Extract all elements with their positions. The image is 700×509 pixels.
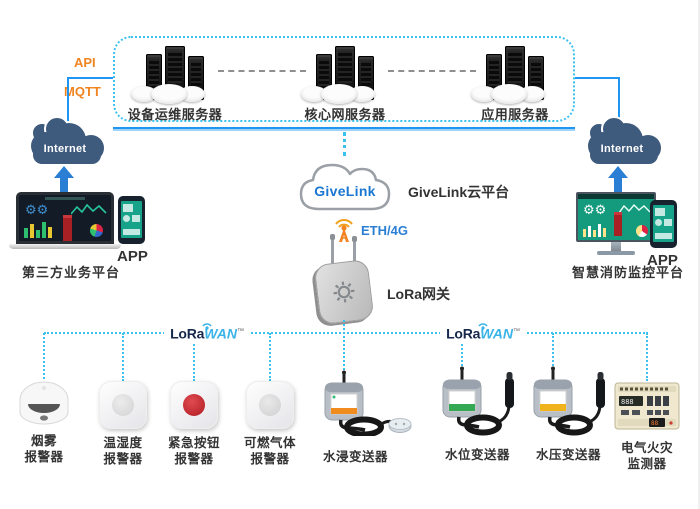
drop-line xyxy=(552,333,554,373)
server-label: 设备运维服务器 xyxy=(127,107,223,122)
gear-icon: ⚙⚙ xyxy=(583,202,607,217)
left-link-line xyxy=(67,77,113,79)
api-label: API xyxy=(74,55,96,70)
cloud-bus-line xyxy=(113,127,575,131)
right-link-line xyxy=(575,77,618,79)
banner-icon xyxy=(63,215,72,241)
phone-icon xyxy=(650,200,677,248)
bar-chart-icon xyxy=(24,222,52,238)
bus-to-cloud-line xyxy=(343,132,346,156)
device-electrical-fire-monitor: 888 88 电气火灾监测器 xyxy=(612,381,682,472)
lorawan-logo-right: LoRaWAN™ xyxy=(440,323,526,343)
cluster-core-server: 核心网服务器 xyxy=(285,46,405,123)
svg-text:888: 888 xyxy=(621,398,634,406)
internet-cloud-right: Internet xyxy=(574,116,670,170)
smoke-detector-icon xyxy=(19,381,69,425)
lorawan-logo-left: LoRaWAN™ xyxy=(164,323,250,343)
sparkline-icon xyxy=(619,203,651,214)
left-link-line xyxy=(67,77,69,121)
transmitter-icon xyxy=(324,370,412,438)
wireless-icon xyxy=(201,316,213,334)
sensor-body-icon xyxy=(170,381,218,429)
lora-gateway-icon xyxy=(313,234,377,326)
internet-cloud-left: Internet xyxy=(17,116,113,170)
app-label-right: APP xyxy=(647,252,678,269)
cloud-icon xyxy=(588,116,661,164)
server-label: 应用服务器 xyxy=(481,107,549,122)
givelink-cloud-icon xyxy=(293,153,397,217)
app-label-left: APP xyxy=(117,248,148,265)
device-smoke-alarm: 烟雾报警器 xyxy=(12,378,76,465)
right-platform-label: 智慧消防监控平台 xyxy=(572,265,685,280)
givelink-name: GiveLink xyxy=(314,183,376,199)
server-rack-icon xyxy=(285,46,405,104)
device-temp-humidity-alarm: 温湿度报警器 xyxy=(95,381,151,467)
lora-gateway-label: LoRa网关 xyxy=(387,286,450,302)
emergency-button-icon xyxy=(183,394,205,416)
drop-line xyxy=(646,333,648,381)
server-link-line xyxy=(388,70,476,72)
device-water-level-transmitter: 水位变送器 xyxy=(425,366,530,463)
drop-line xyxy=(193,333,195,381)
monitor-icon: ⚙⚙ xyxy=(576,192,656,255)
mqtt-label: MQTT xyxy=(64,84,101,99)
device-emergency-button-alarm: 紧急按钮报警器 xyxy=(166,381,222,467)
server-link-line xyxy=(218,70,306,72)
sparkline-icon xyxy=(71,203,107,215)
drop-line xyxy=(43,333,45,379)
pie-chart-icon xyxy=(90,224,103,237)
drop-line xyxy=(461,333,463,373)
right-link-line xyxy=(618,77,620,121)
server-label: 核心网服务器 xyxy=(304,107,386,122)
pie-chart-icon xyxy=(636,225,648,237)
drop-line xyxy=(122,333,124,381)
internet-label: Internet xyxy=(600,143,644,155)
up-arrow-icon xyxy=(608,166,628,192)
cluster-ops-server: 设备运维服务器 xyxy=(115,46,235,123)
sensor-body-icon xyxy=(99,381,147,429)
sunburst-logo-icon xyxy=(333,281,355,303)
cloud-icon xyxy=(31,116,104,164)
transmitter-icon xyxy=(533,366,605,436)
gateway-drop-line xyxy=(343,320,345,378)
cluster-app-server: 应用服务器 xyxy=(455,46,575,123)
transmitter-icon xyxy=(442,366,514,436)
banner-icon xyxy=(614,212,622,236)
sensor-body-icon xyxy=(246,381,294,429)
server-rack-icon xyxy=(455,46,575,104)
bar-chart-icon xyxy=(583,224,606,237)
server-rack-icon xyxy=(115,46,235,104)
gear-icon: ⚙⚙ xyxy=(25,202,49,217)
din-monitor-icon: 888 88 xyxy=(614,382,680,430)
sensor-window-icon xyxy=(112,394,134,416)
up-arrow-icon xyxy=(54,166,74,192)
server-group-box xyxy=(113,36,575,122)
device-gas-alarm: 可燃气体报警器 xyxy=(242,381,298,467)
device-water-immersion-transmitter: 水浸变送器 xyxy=(298,370,413,465)
phone-icon xyxy=(118,196,145,244)
drop-line xyxy=(269,333,271,381)
antenna-tower-icon xyxy=(330,216,358,249)
wireless-icon xyxy=(477,316,489,334)
internet-label: Internet xyxy=(43,143,87,155)
eth-4g-label: ETH/4G xyxy=(361,223,408,238)
givelink-platform-label: GiveLink云平台 xyxy=(408,184,510,200)
lorawan-bus-line xyxy=(44,332,648,334)
device-water-pressure-transmitter: 水压变送器 xyxy=(516,366,621,463)
laptop-icon: ⚙⚙ xyxy=(9,192,121,249)
svg-text:88: 88 xyxy=(651,420,659,427)
left-platform-label: 第三方业务平台 xyxy=(22,265,121,280)
sensor-window-icon xyxy=(259,394,281,416)
